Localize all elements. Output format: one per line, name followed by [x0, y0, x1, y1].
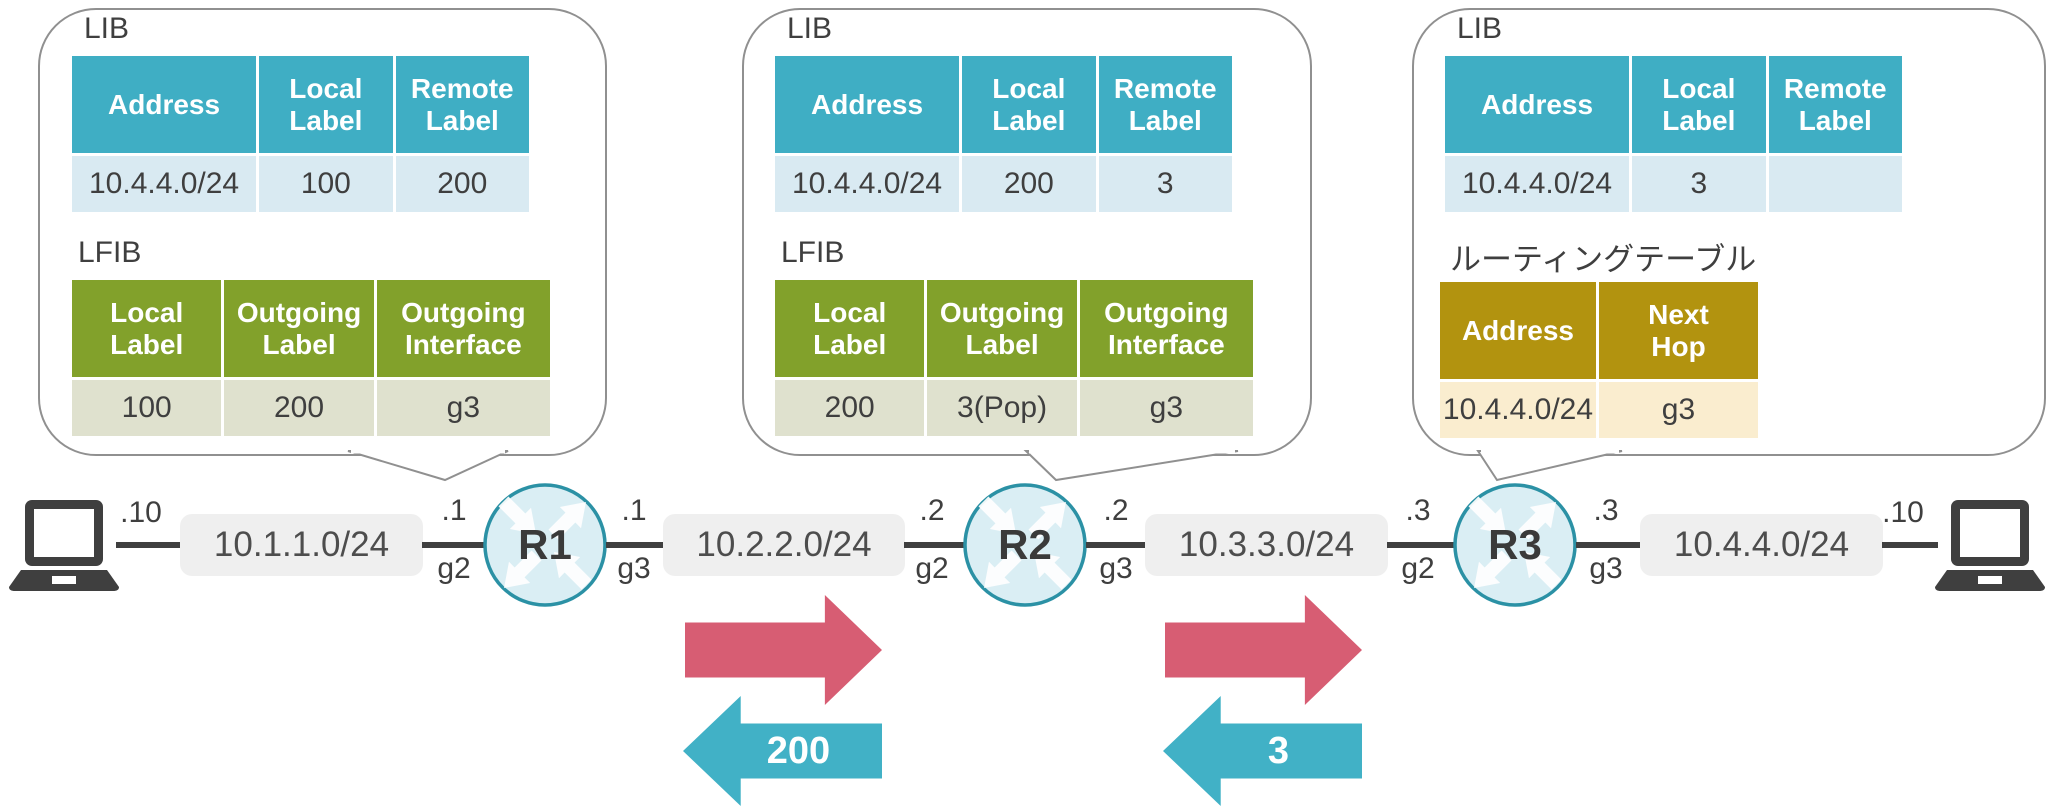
lfib-caption-r1: LFIB: [78, 236, 142, 269]
addr-label-r3-left: .3: [1405, 494, 1431, 527]
lfib-header-local-label: Local Label: [72, 280, 222, 377]
router-icon: [1453, 483, 1577, 607]
link-net3-r3: [1387, 542, 1454, 548]
network-box-2: 10.2.2.0/24: [663, 514, 905, 576]
link-r3-net4: [1576, 542, 1641, 548]
addr-label-r2-right: .2: [1103, 494, 1129, 527]
lib-header-address: Address: [1445, 56, 1630, 153]
lib-cell-remote-label: [1768, 156, 1902, 212]
host-ip-label: .10: [1882, 496, 1924, 529]
iface-label-r2-left: g2: [915, 552, 949, 585]
lib-header-address: Address: [775, 56, 960, 153]
lfib-header-outgoing-interface: Outgoing Interface: [376, 280, 550, 377]
lib-cell-local-label: 3: [1632, 156, 1766, 212]
link-net2-r2: [904, 542, 964, 548]
iface-label-r1-left: g2: [437, 552, 471, 585]
lib-cell-local-label: 100: [259, 156, 393, 212]
lib-table-r2: Address Local Label Remote Label 10.4.4.…: [775, 56, 1232, 212]
lib-header-local-label: Local Label: [259, 56, 393, 153]
label-advertisement-arrow-left-2: 3: [1163, 696, 1362, 806]
addr-label-r2-left: .2: [919, 494, 945, 527]
lib-table-r1: Address Local Label Remote Label 10.4.4.…: [72, 56, 529, 212]
lib-header-local-label: Local Label: [962, 56, 1096, 153]
lib-cell-address: 10.4.4.0/24: [1445, 156, 1630, 212]
lib-header-remote-label: Remote Label: [395, 56, 529, 153]
lfib-header-outgoing-interface: Outgoing Interface: [1079, 280, 1253, 377]
routing-header-address: Address: [1440, 282, 1596, 379]
router-r2: R2: [963, 483, 1087, 607]
label-value: 200: [766, 729, 831, 772]
link-r1-net2: [606, 542, 664, 548]
iface-label-r1-right: g3: [617, 552, 651, 585]
label-value: 3: [1267, 729, 1289, 772]
lfib-caption-r2: LFIB: [781, 236, 845, 269]
label-advertisement-arrow-left-1: 200: [683, 696, 882, 806]
lfib-cell-local-label: 200: [775, 380, 925, 436]
lfib-cell-outgoing-interface: g3: [1079, 380, 1253, 436]
addr-label-r1-right: .1: [621, 494, 647, 527]
lib-header-remote-label: Remote Label: [1768, 56, 1902, 153]
router-icon: [963, 483, 1087, 607]
link-host1-net1: [116, 542, 182, 548]
packet-flow-arrow-right-1: [685, 595, 882, 705]
link-net1-r1: [422, 542, 484, 548]
lfib-table-r1: Local Label Outgoing Label Outgoing Inte…: [72, 280, 550, 436]
lfib-cell-outgoing-label: 200: [224, 380, 374, 436]
packet-flow-arrow-right-2: [1165, 595, 1362, 705]
lib-header-address: Address: [72, 56, 257, 153]
router-r3: R3: [1453, 483, 1577, 607]
lib-header-local-label: Local Label: [1632, 56, 1766, 153]
lfib-table-r2: Local Label Outgoing Label Outgoing Inte…: [775, 280, 1253, 436]
iface-label-r2-right: g3: [1099, 552, 1133, 585]
host-ip-label: .10: [120, 496, 162, 529]
link-net4-host2: [1882, 542, 1938, 548]
router-icon: [483, 483, 607, 607]
lib-caption-r1: LIB: [84, 12, 130, 45]
lfib-header-local-label: Local Label: [775, 280, 925, 377]
laptop-icon: [8, 500, 120, 592]
lfib-header-outgoing-label: Outgoing Label: [927, 280, 1077, 377]
laptop-icon: [1934, 500, 2046, 592]
link-r2-net3: [1086, 542, 1146, 548]
routing-header-next-hop: Next Hop: [1598, 282, 1758, 379]
routing-table-title: ルーティングテーブル: [1450, 242, 1757, 277]
router-name: R2: [998, 521, 1052, 568]
lib-cell-local-label: 200: [962, 156, 1096, 212]
lfib-cell-outgoing-label: 3(Pop): [927, 380, 1077, 436]
lfib-cell-outgoing-interface: g3: [376, 380, 550, 436]
addr-label-r3-right: .3: [1593, 494, 1619, 527]
iface-label-r3-right: g3: [1589, 552, 1623, 585]
addr-label-r1-left: .1: [441, 494, 467, 527]
iface-label-r3-left: g2: [1401, 552, 1435, 585]
lfib-header-outgoing-label: Outgoing Label: [224, 280, 374, 377]
lib-cell-remote-label: 3: [1098, 156, 1232, 212]
network-box-4: 10.4.4.0/24: [1640, 514, 1883, 576]
router-name: R1: [518, 521, 572, 568]
network-box-3: 10.3.3.0/24: [1145, 514, 1388, 576]
router-name: R3: [1488, 521, 1542, 568]
lib-header-remote-label: Remote Label: [1098, 56, 1232, 153]
lib-cell-address: 10.4.4.0/24: [72, 156, 257, 212]
lib-caption-r3: LIB: [1457, 12, 1503, 45]
lib-caption-r2: LIB: [787, 12, 833, 45]
router-r1: R1: [483, 483, 607, 607]
lib-cell-remote-label: 200: [395, 156, 529, 212]
routing-cell-next-hop: g3: [1598, 382, 1758, 438]
lfib-cell-local-label: 100: [72, 380, 222, 436]
routing-table-r3: Address Next Hop 10.4.4.0/24 g3: [1440, 282, 1758, 438]
lib-table-r3: Address Local Label Remote Label 10.4.4.…: [1445, 56, 1902, 212]
routing-cell-address: 10.4.4.0/24: [1440, 382, 1596, 438]
network-box-1: 10.1.1.0/24: [180, 514, 423, 576]
lib-cell-address: 10.4.4.0/24: [775, 156, 960, 212]
